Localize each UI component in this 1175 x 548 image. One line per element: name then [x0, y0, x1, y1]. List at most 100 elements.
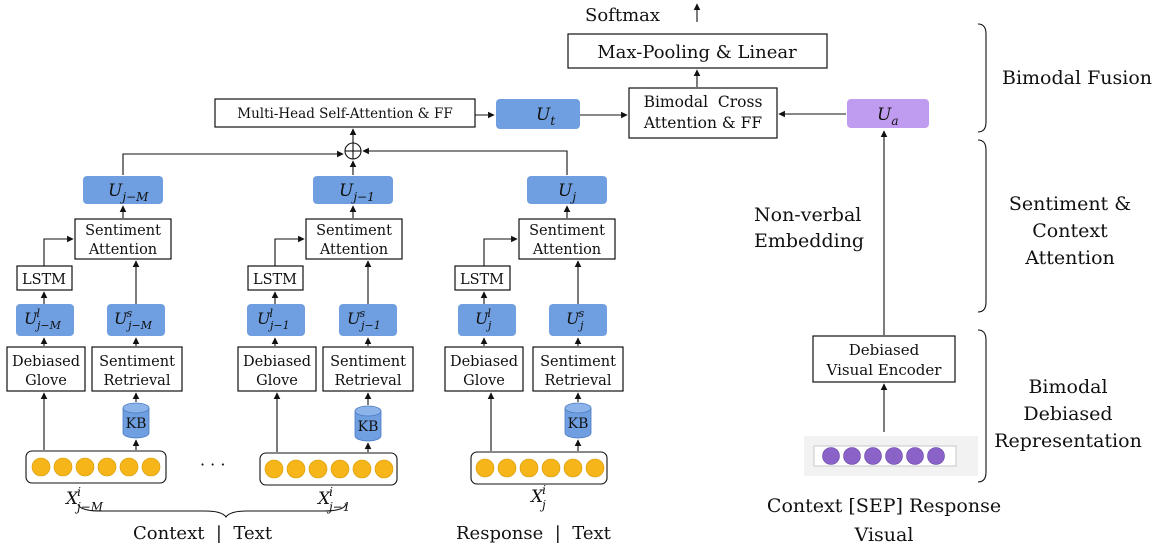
- ul-j-box: [458, 304, 516, 336]
- debiased-glove-line1: Debiased: [450, 354, 518, 370]
- token-dot: [75, 457, 95, 477]
- lstm-label-1: LSTM: [22, 272, 66, 288]
- sentiment-attention-line1: Sentiment: [85, 223, 161, 239]
- sca-line2: Context: [1032, 220, 1108, 242]
- visual-label: Visual: [854, 524, 914, 546]
- sentiment-attention-line2: Attention: [532, 242, 601, 258]
- u-j-box: [527, 176, 607, 204]
- sentiment-retrieval-box-2: [322, 346, 414, 392]
- bdr-line2: Debiased: [1023, 403, 1112, 425]
- softmax-label: Softmax: [585, 5, 660, 26]
- sentiment-attention-line2: Attention: [319, 242, 388, 258]
- token-dot: [141, 457, 161, 477]
- token-dot: [519, 458, 539, 478]
- sentiment-retrieval-box-1: [91, 346, 183, 392]
- debiased-glove-line1: Debiased: [12, 354, 80, 370]
- us-j-m-box: [107, 304, 165, 336]
- token-dot: [264, 459, 284, 479]
- kb-cylinder-1: KB: [122, 402, 150, 439]
- sentiment-attention-line1: Sentiment: [316, 223, 392, 239]
- token-dot: [330, 459, 350, 479]
- lstm-label-3: LSTM: [460, 272, 504, 288]
- nonverbal-line1: Non-verbal: [754, 204, 861, 226]
- kb-label-2: KB: [358, 419, 379, 435]
- sca-line1: Sentiment &: [1009, 193, 1131, 215]
- nonverbal-line2: Embedding: [754, 230, 864, 252]
- kb-label-3: KB: [568, 416, 589, 432]
- ut-box: [496, 99, 580, 129]
- sca-line3: Attention: [1024, 247, 1115, 269]
- sentiment-retrieval-line2: Retrieval: [545, 373, 612, 389]
- bimodal-fusion-brace: [977, 23, 987, 133]
- sentiment-attention-line1: Sentiment: [529, 223, 605, 239]
- debiased-glove-line2: Glove: [25, 373, 67, 389]
- sentiment-retrieval-line1: Sentiment: [99, 354, 175, 370]
- dve-line1: Debiased: [849, 341, 920, 359]
- token-dot: [585, 458, 605, 478]
- sentiment-retrieval-line1: Sentiment: [540, 354, 616, 370]
- maxpool-linear-label: Max-Pooling & Linear: [597, 42, 797, 63]
- visual-feature-sequence: [804, 436, 978, 476]
- debiased-glove-box-3: [444, 346, 524, 392]
- token-dot: [475, 458, 495, 478]
- visual-dot: [906, 447, 924, 465]
- bca-line1: Bimodal Cross: [644, 93, 763, 111]
- bimodal-cross-attention-box: [628, 87, 778, 139]
- token-dot: [497, 458, 517, 478]
- visual-dot: [822, 447, 840, 465]
- u-j-label: Uj: [558, 181, 576, 204]
- dve-line2: Visual Encoder: [826, 361, 943, 379]
- ut-label: Ut: [536, 105, 555, 128]
- token-dot: [374, 459, 394, 479]
- visual-dot: [843, 447, 861, 465]
- maxpool-linear-box: [567, 33, 828, 69]
- token-dot: [119, 457, 139, 477]
- visual-dot: [864, 447, 882, 465]
- sentiment-retrieval-line2: Retrieval: [335, 373, 402, 389]
- sentiment-retrieval-line2: Retrieval: [104, 373, 171, 389]
- us-j-1-box: [339, 304, 397, 336]
- token-dots-2: [264, 459, 394, 479]
- token-dot: [352, 459, 372, 479]
- token-dot: [53, 457, 73, 477]
- context-sep-response-label: Context [SEP] Response: [767, 495, 1001, 517]
- u-j-1-box: [313, 176, 393, 204]
- debiased-glove-line1: Debiased: [243, 354, 311, 370]
- token-dot: [286, 459, 306, 479]
- context-text-label: Context | Text: [133, 523, 273, 544]
- token-dot: [563, 458, 583, 478]
- ua-box: [847, 99, 929, 128]
- lstm-box-3: [454, 265, 511, 291]
- bdr-line1: Bimodal: [1028, 376, 1107, 398]
- u-j-1-label: Uj−1: [339, 181, 375, 204]
- ul-j-1-box: [247, 304, 305, 336]
- bdr-brace: [977, 329, 987, 483]
- bca-line2: Attention & FF: [643, 114, 762, 132]
- bimodal-fusion-label: Bimodal Fusion: [1002, 67, 1152, 89]
- ua-label: Ua: [877, 105, 898, 128]
- token-dot: [31, 457, 51, 477]
- token-dot: [97, 457, 117, 477]
- mhsa-box: [214, 98, 476, 128]
- context-brace: [77, 503, 347, 518]
- lstm-box-1: [16, 265, 73, 291]
- response-text-label: Response | Text: [456, 523, 612, 544]
- debiased-glove-line2: Glove: [256, 373, 298, 389]
- kb-cylinder-3: KB: [564, 402, 592, 439]
- token-dots-3: [475, 458, 605, 478]
- sentiment-attention-box-1: [74, 218, 172, 260]
- sentiment-attention-line2: Attention: [88, 242, 157, 258]
- token-dot: [541, 458, 561, 478]
